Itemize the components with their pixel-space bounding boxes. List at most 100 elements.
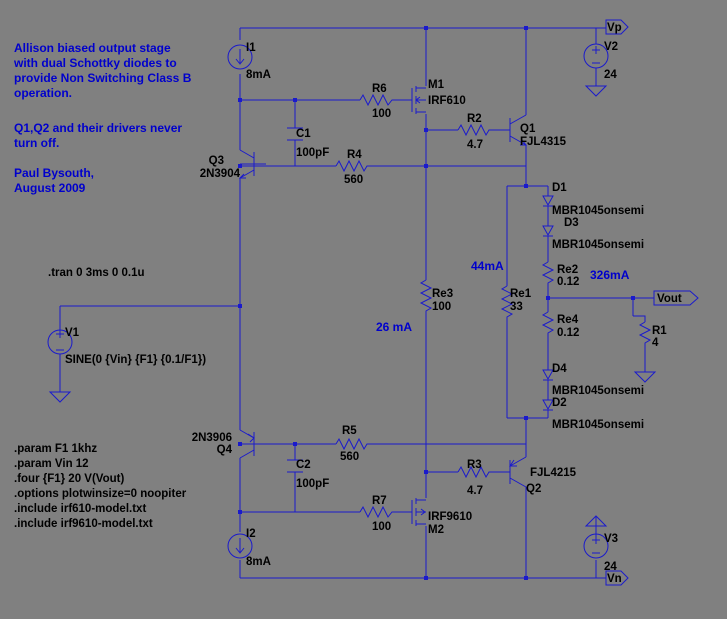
diode-d4[interactable]: D4 MBR1045onsemi — [542, 363, 644, 397]
label-d2: D2 — [552, 397, 567, 409]
label-d4: D4 — [552, 363, 567, 375]
junction-dots — [238, 26, 635, 580]
directive-line: .param Vin 12 — [14, 458, 89, 470]
directive-line: .include irf9610-model.txt — [14, 518, 153, 530]
label-r4: R4 — [347, 149, 362, 161]
diode-d3[interactable]: D3 MBR1045onsemi — [542, 217, 644, 251]
value-q2: FJL4215 — [530, 467, 577, 479]
mosfet-m2[interactable]: IRF9610 M2 — [411, 498, 472, 536]
directive-tran[interactable]: .tran 0 3ms 0 0.1u — [48, 267, 145, 279]
value-r3: 4.7 — [467, 485, 483, 497]
net-flag-vout[interactable]: Vout — [653, 290, 699, 306]
resistor-re1[interactable]: Re1 33 — [500, 285, 532, 318]
directive-line: .include irf610-model.txt — [14, 503, 146, 515]
label-r1: R1 — [652, 325, 667, 337]
value-r6: 100 — [372, 108, 391, 120]
value-m1: IRF610 — [428, 95, 466, 107]
value-q4: 2N3906 — [192, 432, 232, 444]
label-v2: V2 — [604, 41, 618, 53]
label-m1: M1 — [428, 79, 445, 91]
transistor-q3[interactable]: Q3 2N3904 — [200, 149, 266, 180]
label-q2: Q2 — [526, 483, 541, 495]
resistor-re2[interactable]: Re2 0.12 — [541, 261, 579, 288]
value-v2: 24 — [604, 69, 617, 81]
transistor-q1[interactable]: Q1 FJL4315 — [509, 114, 567, 148]
mosfet-m1[interactable]: M1 IRF610 — [411, 79, 466, 114]
diode-d2[interactable]: D2 MBR1045onsemi — [542, 397, 644, 431]
net-label-vn: Vn — [607, 573, 622, 585]
resistor-r6[interactable]: R6 100 — [359, 83, 395, 120]
value-re4: 0.12 — [557, 327, 579, 339]
net-label-vout: Vout — [657, 293, 682, 305]
resistor-re3[interactable]: Re3 100 — [419, 279, 453, 316]
label-r2: R2 — [467, 113, 482, 125]
capacitor-c2[interactable]: C2 100pF — [287, 459, 329, 490]
label-re3: Re3 — [432, 288, 453, 300]
comment-line: Q1,Q2 and their drivers never — [14, 121, 182, 135]
value-m2: IRF9610 — [428, 511, 472, 523]
resistor-r7[interactable]: R7 100 — [359, 495, 395, 533]
label-q4: Q4 — [217, 444, 233, 456]
label-i2: I2 — [246, 528, 256, 540]
value-i2: 8mA — [246, 556, 271, 568]
value-re1: 33 — [510, 301, 523, 313]
value-v1: SINE(0 {Vin} {F1} {0.1/F1}) — [65, 354, 206, 366]
value-re2: 0.12 — [557, 276, 579, 288]
value-r2: 4.7 — [467, 139, 483, 151]
net-flag-vp[interactable]: Vp — [605, 19, 629, 35]
voltage-source-v1[interactable]: V1 SINE(0 {Vin} {F1} {0.1/F1}) — [47, 327, 206, 403]
label-d3: D3 — [564, 217, 579, 229]
resistor-r4[interactable]: R4 560 — [335, 149, 370, 186]
value-i1: 8mA — [246, 69, 271, 81]
net-flag-vn[interactable]: Vn — [605, 570, 629, 586]
value-d4: MBR1045onsemi — [552, 385, 644, 397]
comment-block: Allison biased output stage with dual Sc… — [13, 41, 192, 195]
label-d1: D1 — [552, 182, 567, 194]
voltage-source-v2[interactable]: V2 24 — [583, 41, 618, 97]
comment-line: Allison biased output stage — [14, 41, 171, 55]
comment-line: operation. — [14, 86, 72, 100]
resistor-re4[interactable]: Re4 0.12 — [541, 311, 579, 339]
resistor-r1[interactable]: R1 4 — [633, 321, 667, 383]
value-r4: 560 — [344, 174, 363, 186]
comment-line: August 2009 — [14, 181, 86, 195]
value-q1: FJL4315 — [520, 136, 567, 148]
value-c2: 100pF — [296, 478, 329, 490]
resistor-r3[interactable]: R3 4.7 — [457, 459, 492, 497]
label-r5: R5 — [342, 425, 357, 437]
value-re3: 100 — [432, 301, 451, 313]
label-i1: I1 — [246, 42, 256, 54]
label-q3: Q3 — [209, 155, 224, 167]
label-re4: Re4 — [557, 314, 579, 326]
current-source-i1[interactable]: I1 8mA — [227, 42, 271, 81]
capacitor-c1[interactable]: C1 100pF — [287, 127, 329, 159]
value-r7: 100 — [372, 521, 391, 533]
label-re1: Re1 — [510, 288, 532, 300]
value-q3: 2N3904 — [200, 168, 241, 180]
directive-line: .param F1 1khz — [14, 443, 97, 455]
net-label-vp: Vp — [607, 22, 622, 34]
value-d2: MBR1045onsemi — [552, 419, 644, 431]
resistor-r2[interactable]: R2 4.7 — [457, 113, 492, 151]
directive-block[interactable]: .param F1 1khz .param Vin 12 .four {F1} … — [14, 443, 187, 530]
label-m2: M2 — [428, 524, 444, 536]
label-c2: C2 — [296, 459, 311, 471]
transistor-q4[interactable]: 2N3906 Q4 — [192, 429, 266, 459]
directive-line: .options plotwinsize=0 noopiter — [14, 488, 187, 500]
value-r5: 560 — [340, 451, 359, 463]
directive-line: .four {F1} 20 V(Vout) — [14, 473, 124, 485]
comment-line: provide Non Switching Class B — [14, 71, 192, 85]
value-c1: 100pF — [296, 147, 329, 159]
comment-line: with dual Schottky diodes to — [13, 56, 177, 70]
diode-d1[interactable]: D1 MBR1045onsemi — [542, 182, 644, 217]
voltage-source-v3[interactable]: V3 24 — [583, 515, 618, 573]
value-v3: 24 — [604, 561, 617, 573]
resistor-r5[interactable]: R5 560 — [335, 425, 370, 463]
comment-line: turn off. — [14, 136, 59, 150]
transistor-q2[interactable]: FJL4215 Q2 — [509, 456, 577, 495]
current-source-i2[interactable]: I2 8mA — [227, 528, 271, 568]
label-q1: Q1 — [520, 123, 536, 135]
label-r3: R3 — [467, 459, 482, 471]
label-c1: C1 — [296, 128, 311, 140]
